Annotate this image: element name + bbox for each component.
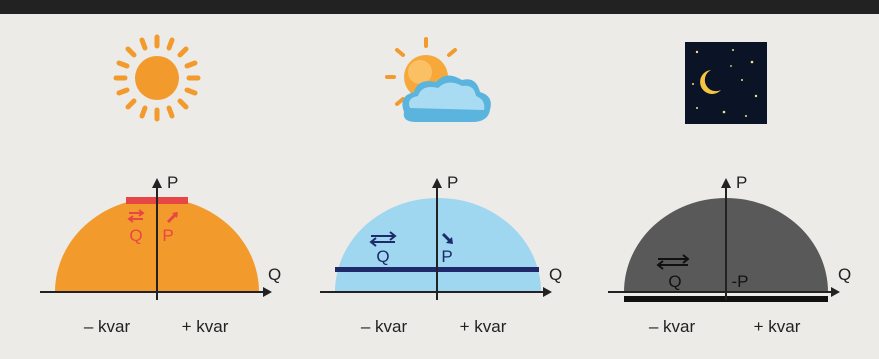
top-bar xyxy=(0,0,879,14)
sun-behind-cloud-icon xyxy=(385,37,491,122)
q-axis-label: Q xyxy=(268,265,281,284)
neg-kvar-label: – kvar xyxy=(84,317,131,336)
q-axis-arrow xyxy=(831,287,840,297)
p-axis-arrow xyxy=(152,178,162,188)
sun-icon xyxy=(113,34,201,122)
pos-kvar-label: + kvar xyxy=(182,317,229,336)
neg-kvar-label: – kvar xyxy=(649,317,696,336)
pos-kvar-label: + kvar xyxy=(754,317,801,336)
p-axis-arrow xyxy=(432,178,442,188)
q-axis-arrow xyxy=(263,287,272,297)
p-axis-label: P xyxy=(167,173,178,192)
inner-p-label: -P xyxy=(732,272,749,291)
q-axis-arrow xyxy=(543,287,552,297)
inner-q-label: Q xyxy=(668,272,681,291)
p-axis-label: P xyxy=(736,173,747,192)
p-flow-icon xyxy=(166,212,178,224)
neg-kvar-label: – kvar xyxy=(361,317,408,336)
p-flow-icon xyxy=(441,232,453,244)
p-axis-label: P xyxy=(447,173,458,192)
inner-p-label: P xyxy=(441,247,452,266)
panel-night: Q -P P Q – kvar + kvar xyxy=(608,42,851,336)
inner-q-label: Q xyxy=(129,226,142,245)
q-axis-label: Q xyxy=(549,265,562,284)
q-axis-label: Q xyxy=(838,265,851,284)
q-flow-icon xyxy=(369,231,397,247)
pos-kvar-label: + kvar xyxy=(460,317,507,336)
inner-q-label: Q xyxy=(376,247,389,266)
p-axis-arrow xyxy=(721,178,731,188)
q-flow-icon xyxy=(656,254,690,270)
night-moon-icon xyxy=(685,42,767,124)
inner-p-label: P xyxy=(162,226,173,245)
panel-cloudy: Q P P Q – kvar + kvar xyxy=(320,37,562,336)
q-flow-icon xyxy=(127,209,145,223)
panel-sunny: Q P P Q – kvar + kvar xyxy=(40,34,281,336)
